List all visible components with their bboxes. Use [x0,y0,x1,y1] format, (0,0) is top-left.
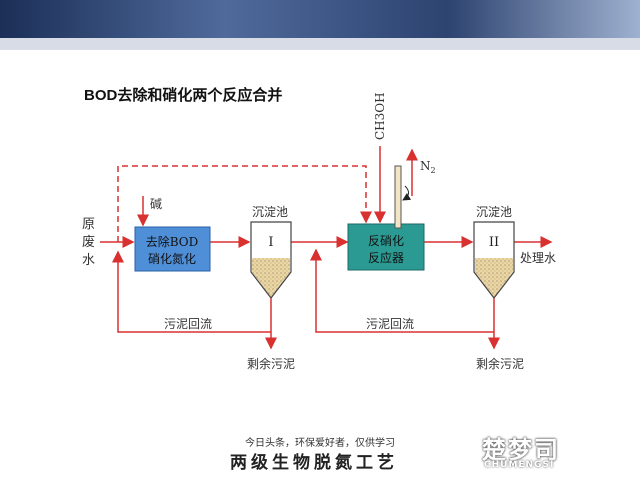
tank2-label-1: 反硝化 [368,234,404,248]
settler2-body [473,221,515,299]
mixer-rotation-icon [402,185,412,201]
influent-label-3: 水 [82,253,95,268]
slide-title: BOD去除和硝化两个反应合并 [84,87,283,104]
settler2-numeral: II [489,235,499,250]
sludge-return-2-line [310,248,494,333]
effluent-label: 处理水 [520,251,556,265]
settler2-label: 沉淀池 [476,205,512,219]
sludge-return-1-label: 污泥回流 [164,317,212,331]
sludge-return-1-line [112,250,271,333]
header-banner [0,0,640,50]
excess-sludge-1-label: 剩余污泥 [247,356,295,371]
tank2-box [347,223,425,271]
tank2-label-2: 反应器 [368,250,404,265]
logo-wordmark: CHUMENGSI [484,460,555,470]
tank1-label-1: 去除BOD [146,234,199,249]
bypass-dashed-line [117,165,372,242]
logo-mark: 楚梦司 [482,436,560,464]
influent-label-1: 原 [82,217,95,232]
tank1-label-2: 硝化氮化 [148,251,196,266]
site-logo: 楚梦司 CHUMENGSI [478,428,628,474]
tank1-box [134,226,211,272]
settler2-sludge [475,258,513,298]
settler1-label: 沉淀池 [252,205,288,219]
settler1-body [250,221,292,299]
settler1-numeral: I [268,235,273,250]
influent-label-2: 废 [82,234,95,250]
header-band [0,38,640,50]
nitrogen-label-main: N [420,159,431,173]
sludge-return-2-label: 污泥回流 [366,317,414,331]
alkali-label: 碱 [150,197,162,211]
methanol-label: CH3OH [373,92,387,140]
excess-sludge-2-label: 剩余污泥 [476,356,524,371]
mixer-shaft [394,165,402,229]
nitrogen-label: N2 [420,159,436,175]
footer-title: 两级生物脱氮工艺 [230,453,398,473]
settler1-sludge [252,258,290,298]
watermark-caption: 今日头条，环保爱好者，仅供学习 [245,438,395,449]
nitrogen-label-sub: 2 [431,166,436,175]
